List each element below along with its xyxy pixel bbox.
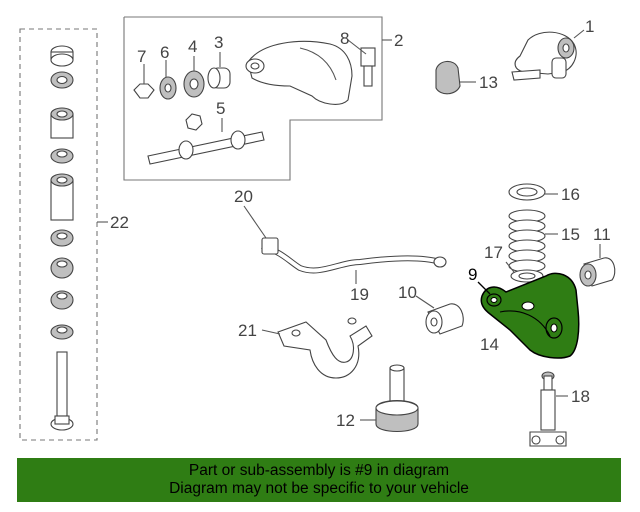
nut-5 xyxy=(185,113,203,131)
shock-absorber-18 xyxy=(540,389,556,431)
steering-knuckle-group: 1 13 xyxy=(435,17,594,95)
shock-absorber-group: 18 xyxy=(529,371,590,447)
callout-14[interactable]: 14 xyxy=(480,335,499,354)
callout-17[interactable]: 17 xyxy=(484,243,503,262)
bushing-kit-group: 22 xyxy=(19,28,129,441)
upper-control-arm-group: 2 8 7 6 4 3 5 xyxy=(123,16,403,181)
callout-8[interactable]: 8 xyxy=(340,29,349,48)
callout-2[interactable]: 2 xyxy=(394,31,403,50)
callout-5[interactable]: 5 xyxy=(216,99,225,118)
stabilizer-group: 20 19 xyxy=(234,187,447,304)
stabilizer-link-bushing xyxy=(261,237,279,255)
bushing-10-group: 10 xyxy=(398,283,464,335)
lower-control-arm-group: 9 14 xyxy=(468,265,580,359)
callout-19[interactable]: 19 xyxy=(350,285,369,304)
upper-control-arm xyxy=(247,40,353,105)
spring-group: 16 15 17 xyxy=(484,183,580,283)
callout-22[interactable]: 22 xyxy=(110,213,129,232)
bump-stop-group: 12 xyxy=(336,364,419,433)
bracket-group: 21 xyxy=(238,317,373,379)
callout-16[interactable]: 16 xyxy=(561,185,580,204)
callout-7[interactable]: 7 xyxy=(137,47,146,66)
upper-arm-frame xyxy=(123,16,383,181)
callout-6[interactable]: 6 xyxy=(160,43,169,62)
coil-spring-15 xyxy=(508,209,546,273)
ball-joint-upper xyxy=(360,47,376,67)
callout-18[interactable]: 18 xyxy=(571,387,590,406)
stabilizer-bracket-21 xyxy=(277,321,373,379)
callout-10[interactable]: 10 xyxy=(398,283,417,302)
bushing-11-group: 11 xyxy=(579,225,616,287)
callout-20[interactable]: 20 xyxy=(234,187,253,206)
callout-1[interactable]: 1 xyxy=(585,17,594,36)
callout-11[interactable]: 11 xyxy=(593,225,611,244)
shock-upper-rod xyxy=(543,375,553,391)
bump-stop-stud xyxy=(389,367,405,405)
banner-line-2: Diagram may not be specific to your vehi… xyxy=(169,480,469,497)
stabilizer-bar-end xyxy=(433,256,447,268)
callout-12[interactable]: 12 xyxy=(336,411,355,430)
callout-13[interactable]: 13 xyxy=(479,73,498,92)
callout-15[interactable]: 15 xyxy=(561,225,580,244)
info-banner: Part or sub-assembly is #9 in diagram Di… xyxy=(17,458,621,502)
nut-7 xyxy=(133,83,155,99)
callout-3[interactable]: 3 xyxy=(214,33,223,52)
bushing-stack xyxy=(50,45,74,431)
parts-diagram: 22 xyxy=(19,16,616,447)
bushing-kit-frame xyxy=(19,28,98,441)
callout-4[interactable]: 4 xyxy=(188,37,197,56)
bumper-13 xyxy=(435,60,461,95)
cross-shaft-5 xyxy=(147,131,265,165)
callout-21[interactable]: 21 xyxy=(238,321,257,340)
callout-9[interactable]: 9 xyxy=(468,265,477,284)
banner-line-1: Part or sub-assembly is #9 in diagram xyxy=(188,462,450,479)
